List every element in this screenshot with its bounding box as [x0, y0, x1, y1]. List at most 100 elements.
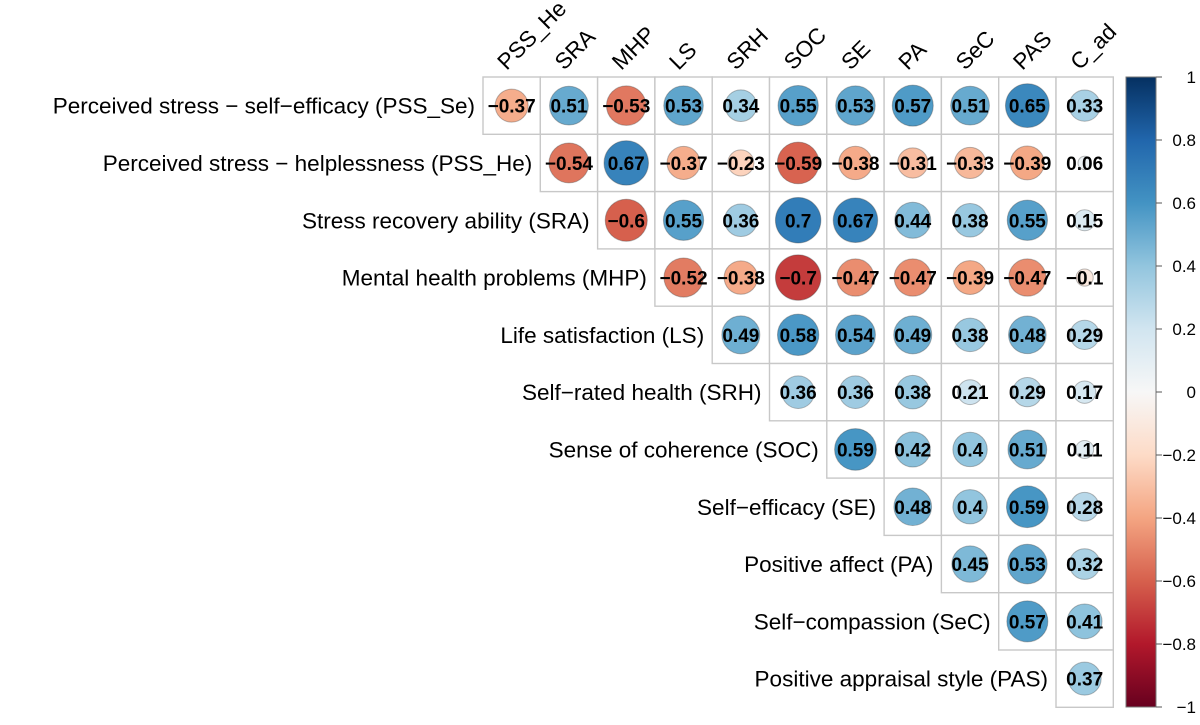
correlation-value: −0.6 [607, 211, 645, 232]
correlation-value: 0.37 [1066, 670, 1103, 691]
row-label: Perceived stress − helplessness (PSS_He) [103, 151, 533, 176]
correlation-circles [494, 83, 1103, 696]
correlation-value: 0.55 [1009, 211, 1046, 232]
correlation-circle [548, 142, 590, 184]
correlation-value: −0.37 [660, 154, 708, 175]
row-label: Positive appraisal style (PAS) [755, 667, 1048, 692]
column-label: SRA [550, 24, 600, 74]
correlation-circle [952, 203, 988, 238]
correlation-circle [1067, 661, 1102, 696]
colorbar-tick-label: −0.8 [1162, 635, 1196, 654]
correlation-value: 0.41 [1066, 612, 1103, 633]
correlation-value: 0.54 [837, 326, 874, 347]
colorbar-legend: 10.80.60.40.20−0.2−0.4−0.6−0.8−1 [1125, 68, 1196, 717]
correlation-value: 0.42 [894, 440, 931, 461]
correlation-value: −0.39 [946, 269, 994, 290]
matrix-cell [654, 133, 713, 193]
correlation-circle [1006, 199, 1048, 241]
correlation-circle [494, 88, 529, 123]
correlation-circle [724, 89, 758, 122]
correlation-value: −0.39 [1003, 154, 1051, 175]
row-label: Self−compassion (SeC) [754, 609, 991, 634]
correlation-circle [1072, 380, 1097, 404]
correlation-circle [953, 146, 987, 180]
correlation-circle [774, 197, 822, 244]
correlation-circle [1068, 89, 1101, 122]
column-label: PA [894, 37, 932, 75]
column-label: C_ad [1066, 19, 1122, 75]
correlation-value: 0.44 [894, 211, 931, 232]
correlation-circle [957, 379, 983, 406]
correlation-circle [1008, 258, 1047, 297]
correlation-value: −0.1 [1066, 269, 1104, 290]
correlation-circle [952, 489, 988, 525]
correlation-circle [1007, 543, 1048, 585]
correlation-value: 0.36 [780, 383, 817, 404]
correlation-circle [721, 315, 761, 355]
correlation-value: 0.4 [957, 498, 984, 519]
correlation-circle [663, 257, 704, 298]
correlation-circle [727, 149, 755, 177]
correlation-circle [1012, 377, 1043, 408]
correlation-circle [781, 375, 815, 409]
column-label: SOC [779, 22, 831, 74]
correlation-value: −0.59 [774, 154, 822, 175]
correlation-value: 0.55 [780, 97, 817, 118]
colorbar-tick-label: 0.2 [1172, 320, 1196, 339]
correlation-circle [952, 431, 988, 468]
row-label: Life satisfaction (LS) [500, 323, 704, 348]
row-label: Sense of coherence (SOC) [549, 437, 819, 462]
correlation-value: 0.36 [837, 383, 874, 404]
correlation-circle [1006, 600, 1049, 643]
correlation-circle [838, 375, 873, 409]
correlation-value: 0.49 [894, 326, 931, 347]
correlation-circle [1004, 83, 1050, 129]
colorbar-tick-label: 0.6 [1172, 194, 1196, 213]
correlation-value: 0.7 [785, 211, 811, 232]
correlation-circle [1066, 603, 1103, 640]
correlation-circle [894, 431, 931, 468]
row-label: Self−efficacy (SE) [697, 495, 876, 520]
correlation-circle [1077, 155, 1092, 171]
correlation-circle [893, 258, 932, 297]
correlation-value: 0.36 [722, 211, 759, 232]
row-label: Mental health problems (MHP) [342, 266, 647, 291]
correlation-circle [834, 428, 877, 471]
correlation-circle [951, 545, 989, 583]
correlation-circle [1068, 548, 1101, 580]
correlation-value: −0.7 [779, 269, 817, 290]
correlation-value: −0.31 [889, 154, 938, 175]
correlation-circle [952, 317, 988, 353]
correlation-value: 0.65 [1009, 97, 1046, 118]
correlation-value: 0.49 [722, 326, 759, 347]
colorbar-tick-label: −1 [1177, 698, 1196, 717]
correlation-value: −0.54 [545, 154, 594, 175]
correlation-value: 0.48 [1009, 326, 1046, 347]
correlation-value: 0.11 [1067, 440, 1103, 461]
correlation-value: 0.55 [665, 211, 702, 232]
correlation-value: 0.51 [550, 97, 587, 118]
column-label: PAS [1008, 26, 1056, 74]
correlation-value: 0.53 [665, 97, 702, 118]
correlation-circle [776, 313, 820, 357]
correlation-value: −0.38 [831, 154, 879, 175]
row-label: Stress recovery ability (SRA) [302, 208, 590, 233]
correlation-value: 0.67 [608, 154, 645, 175]
correlation-value: 0.51 [1009, 440, 1046, 461]
correlation-circle [1069, 319, 1100, 350]
correlation-circle [1073, 209, 1096, 232]
row-label: Perceived stress − self−efficacy (PSS_Se… [53, 94, 475, 119]
correlation-value: −0.37 [488, 97, 536, 118]
correlation-circle [663, 85, 704, 126]
correlation-value: −0.53 [602, 97, 650, 118]
correlation-circle [1005, 485, 1049, 529]
correlation-value: 0.59 [837, 440, 874, 461]
correlation-value: −0.38 [717, 269, 765, 290]
colorbar-tick-label: 0.8 [1172, 131, 1196, 150]
correlation-circle [776, 141, 820, 185]
correlation-circle [1008, 315, 1047, 355]
correlation-value: −0.47 [889, 269, 937, 290]
correlation-value: 0.51 [952, 97, 989, 118]
correlation-circle [662, 199, 705, 241]
